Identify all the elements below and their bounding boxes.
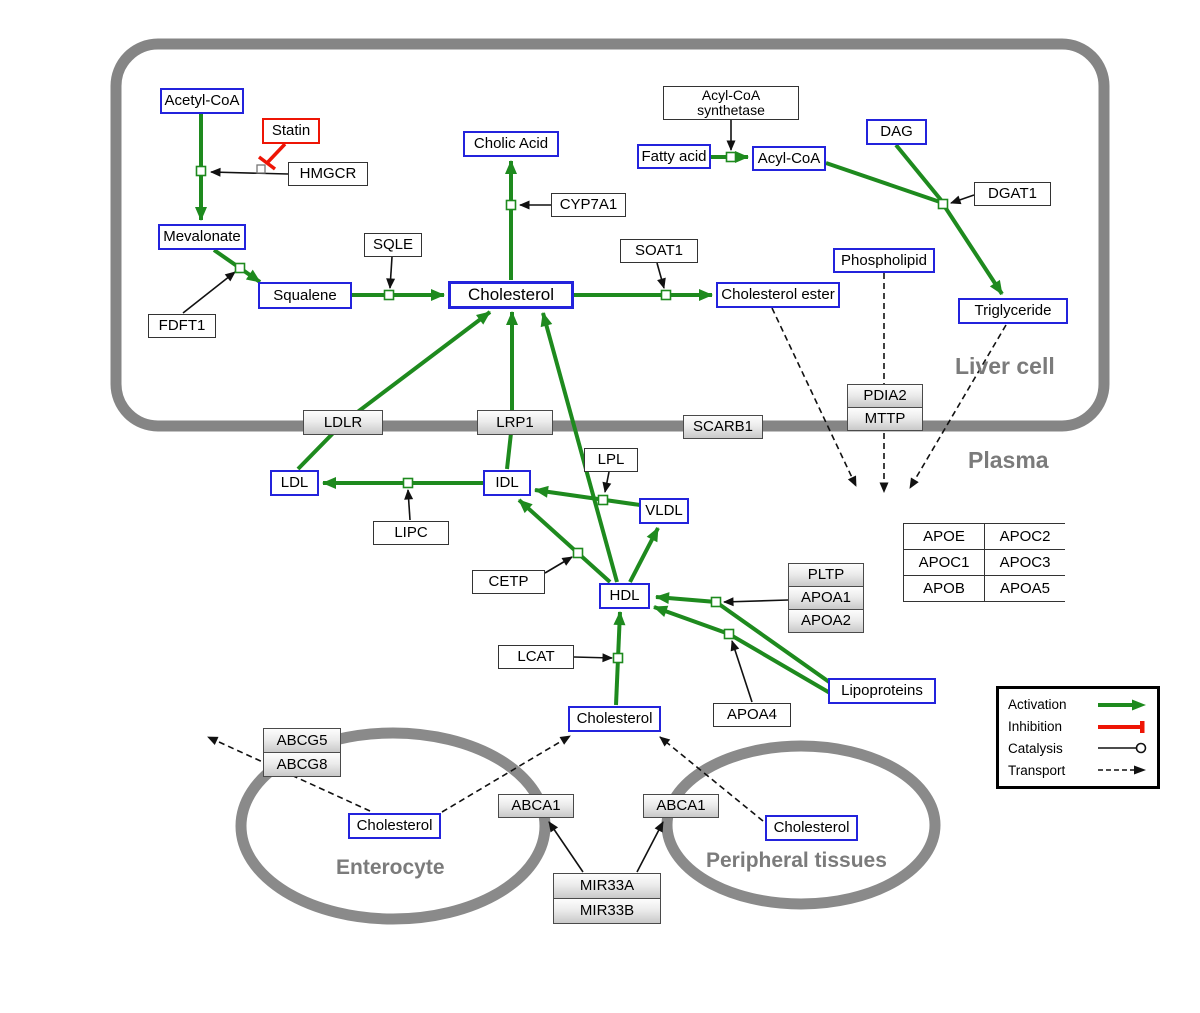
node-lrp1[interactable]: LRP1 — [477, 410, 553, 435]
legend-inhibition-label: Inhibition — [1008, 719, 1063, 735]
legend-row-transport: Transport — [1008, 762, 1148, 778]
node-acetyl-coa-liver[interactable]: Acetyl-CoA — [160, 88, 244, 114]
node-pdia2[interactable]: PDIA2 — [847, 384, 923, 408]
node-cholic-acid[interactable]: Cholic Acid — [463, 131, 559, 157]
inhibition-tbar-icon — [1098, 720, 1145, 733]
node-phospholipid[interactable]: Phospholipid — [833, 248, 935, 273]
legend-transport-label: Transport — [1008, 762, 1066, 778]
node-fdft1[interactable]: FDFT1 — [148, 314, 216, 338]
node-mttp[interactable]: MTTP — [847, 407, 923, 431]
node-cholesterol-enterocyte[interactable]: Cholesterol — [348, 813, 441, 839]
node-apoa2[interactable]: APOA2 — [788, 609, 864, 633]
activation-arrow-icon — [1098, 699, 1146, 711]
node-cholesterol-liver[interactable]: Cholesterol — [448, 281, 574, 309]
node-cyp7a1[interactable]: CYP7A1 — [551, 193, 626, 217]
node-ldl[interactable]: LDL — [270, 470, 319, 496]
reaction-anchors — [195, 151, 949, 664]
peripheral-tissues-label: Peripheral tissues — [706, 849, 887, 872]
compartment-membranes — [110, 38, 1110, 925]
node-lcat[interactable]: LCAT — [498, 645, 574, 669]
node-soat1[interactable]: SOAT1 — [620, 239, 698, 263]
node-abcg8[interactable]: ABCG8 — [263, 752, 341, 777]
node-cetp[interactable]: CETP — [472, 570, 545, 594]
node-statin[interactable]: Statin — [262, 118, 320, 144]
enterocyte-label: Enterocyte — [336, 856, 445, 879]
node-apoc2[interactable]: APOC2 — [984, 523, 1065, 549]
node-hmgcr[interactable]: HMGCR — [288, 162, 368, 186]
node-sqle[interactable]: SQLE — [364, 233, 422, 257]
node-abca1-peripheral[interactable]: ABCA1 — [643, 794, 719, 818]
legend: Activation Inhibition Catalysis Transpor… — [996, 686, 1160, 789]
catalysis-circle-icon — [1098, 743, 1147, 754]
liver-cell-label: Liver cell — [955, 353, 1055, 379]
liver-cell-membrane — [110, 38, 1110, 432]
plasma-label: Plasma — [968, 447, 1049, 473]
node-apob[interactable]: APOB — [903, 575, 984, 601]
node-cholesterol-plasma[interactable]: Cholesterol — [568, 706, 661, 732]
node-mevalonate[interactable]: Mevalonate — [158, 224, 246, 250]
node-mir33a[interactable]: MIR33A — [553, 873, 661, 899]
legend-catalysis-label: Catalysis — [1008, 740, 1063, 756]
node-hdl[interactable]: HDL — [599, 583, 650, 609]
node-triglyceride[interactable]: Triglyceride — [958, 298, 1068, 324]
peripheral-tissues-membrane — [661, 740, 941, 910]
node-cholesterol-ester[interactable]: Cholesterol ester — [716, 282, 840, 308]
node-dag[interactable]: DAG — [866, 119, 927, 145]
node-apoc3[interactable]: APOC3 — [984, 549, 1065, 575]
node-acyl-coa-synthetase[interactable]: Acyl-CoA synthetase — [663, 86, 799, 120]
legend-activation-label: Activation — [1008, 697, 1067, 713]
node-ldlr[interactable]: LDLR — [303, 410, 383, 435]
apo-gene-table: APOE APOC2 APOC1 APOC3 APOB APOA5 — [903, 523, 1065, 602]
acyl-coa-synthetase-line2: synthetase — [697, 102, 765, 118]
node-lipc[interactable]: LIPC — [373, 521, 449, 545]
node-apoa4[interactable]: APOA4 — [713, 703, 791, 727]
node-mir33b[interactable]: MIR33B — [553, 898, 661, 924]
node-apoa1[interactable]: APOA1 — [788, 586, 864, 610]
legend-row-inhibition: Inhibition — [1008, 719, 1148, 735]
node-pltp[interactable]: PLTP — [788, 563, 864, 587]
node-lipoproteins[interactable]: Lipoproteins — [828, 678, 936, 704]
node-abcg5[interactable]: ABCG5 — [263, 728, 341, 753]
inhibition-anchor — [256, 164, 266, 174]
node-cholesterol-peripheral[interactable]: Cholesterol — [765, 815, 858, 841]
node-squalene[interactable]: Squalene — [258, 282, 352, 309]
acyl-coa-synthetase-line1: Acyl-CoA — [701, 87, 761, 104]
node-abca1-enterocyte[interactable]: ABCA1 — [498, 794, 574, 818]
node-dgat1[interactable]: DGAT1 — [974, 182, 1051, 206]
node-scarb1[interactable]: SCARB1 — [683, 415, 763, 439]
node-apoc1[interactable]: APOC1 — [903, 549, 984, 575]
inhibition-edge — [257, 142, 287, 171]
node-apoe[interactable]: APOE — [903, 523, 984, 549]
node-fatty-acid[interactable]: Fatty acid — [637, 144, 711, 169]
node-apoa5[interactable]: APOA5 — [984, 575, 1065, 601]
catalysis-edges — [182, 120, 975, 873]
node-lpl[interactable]: LPL — [584, 448, 638, 472]
legend-row-activation: Activation — [1008, 697, 1148, 713]
transport-edges — [207, 273, 1007, 822]
legend-row-catalysis: Catalysis — [1008, 740, 1148, 756]
transport-dashed-arrow-icon — [1098, 765, 1146, 775]
node-vldl[interactable]: VLDL — [639, 498, 689, 524]
node-acyl-coa[interactable]: Acyl-CoA — [752, 146, 826, 171]
node-idl[interactable]: IDL — [483, 470, 531, 496]
enterocyte-membrane — [235, 727, 551, 925]
